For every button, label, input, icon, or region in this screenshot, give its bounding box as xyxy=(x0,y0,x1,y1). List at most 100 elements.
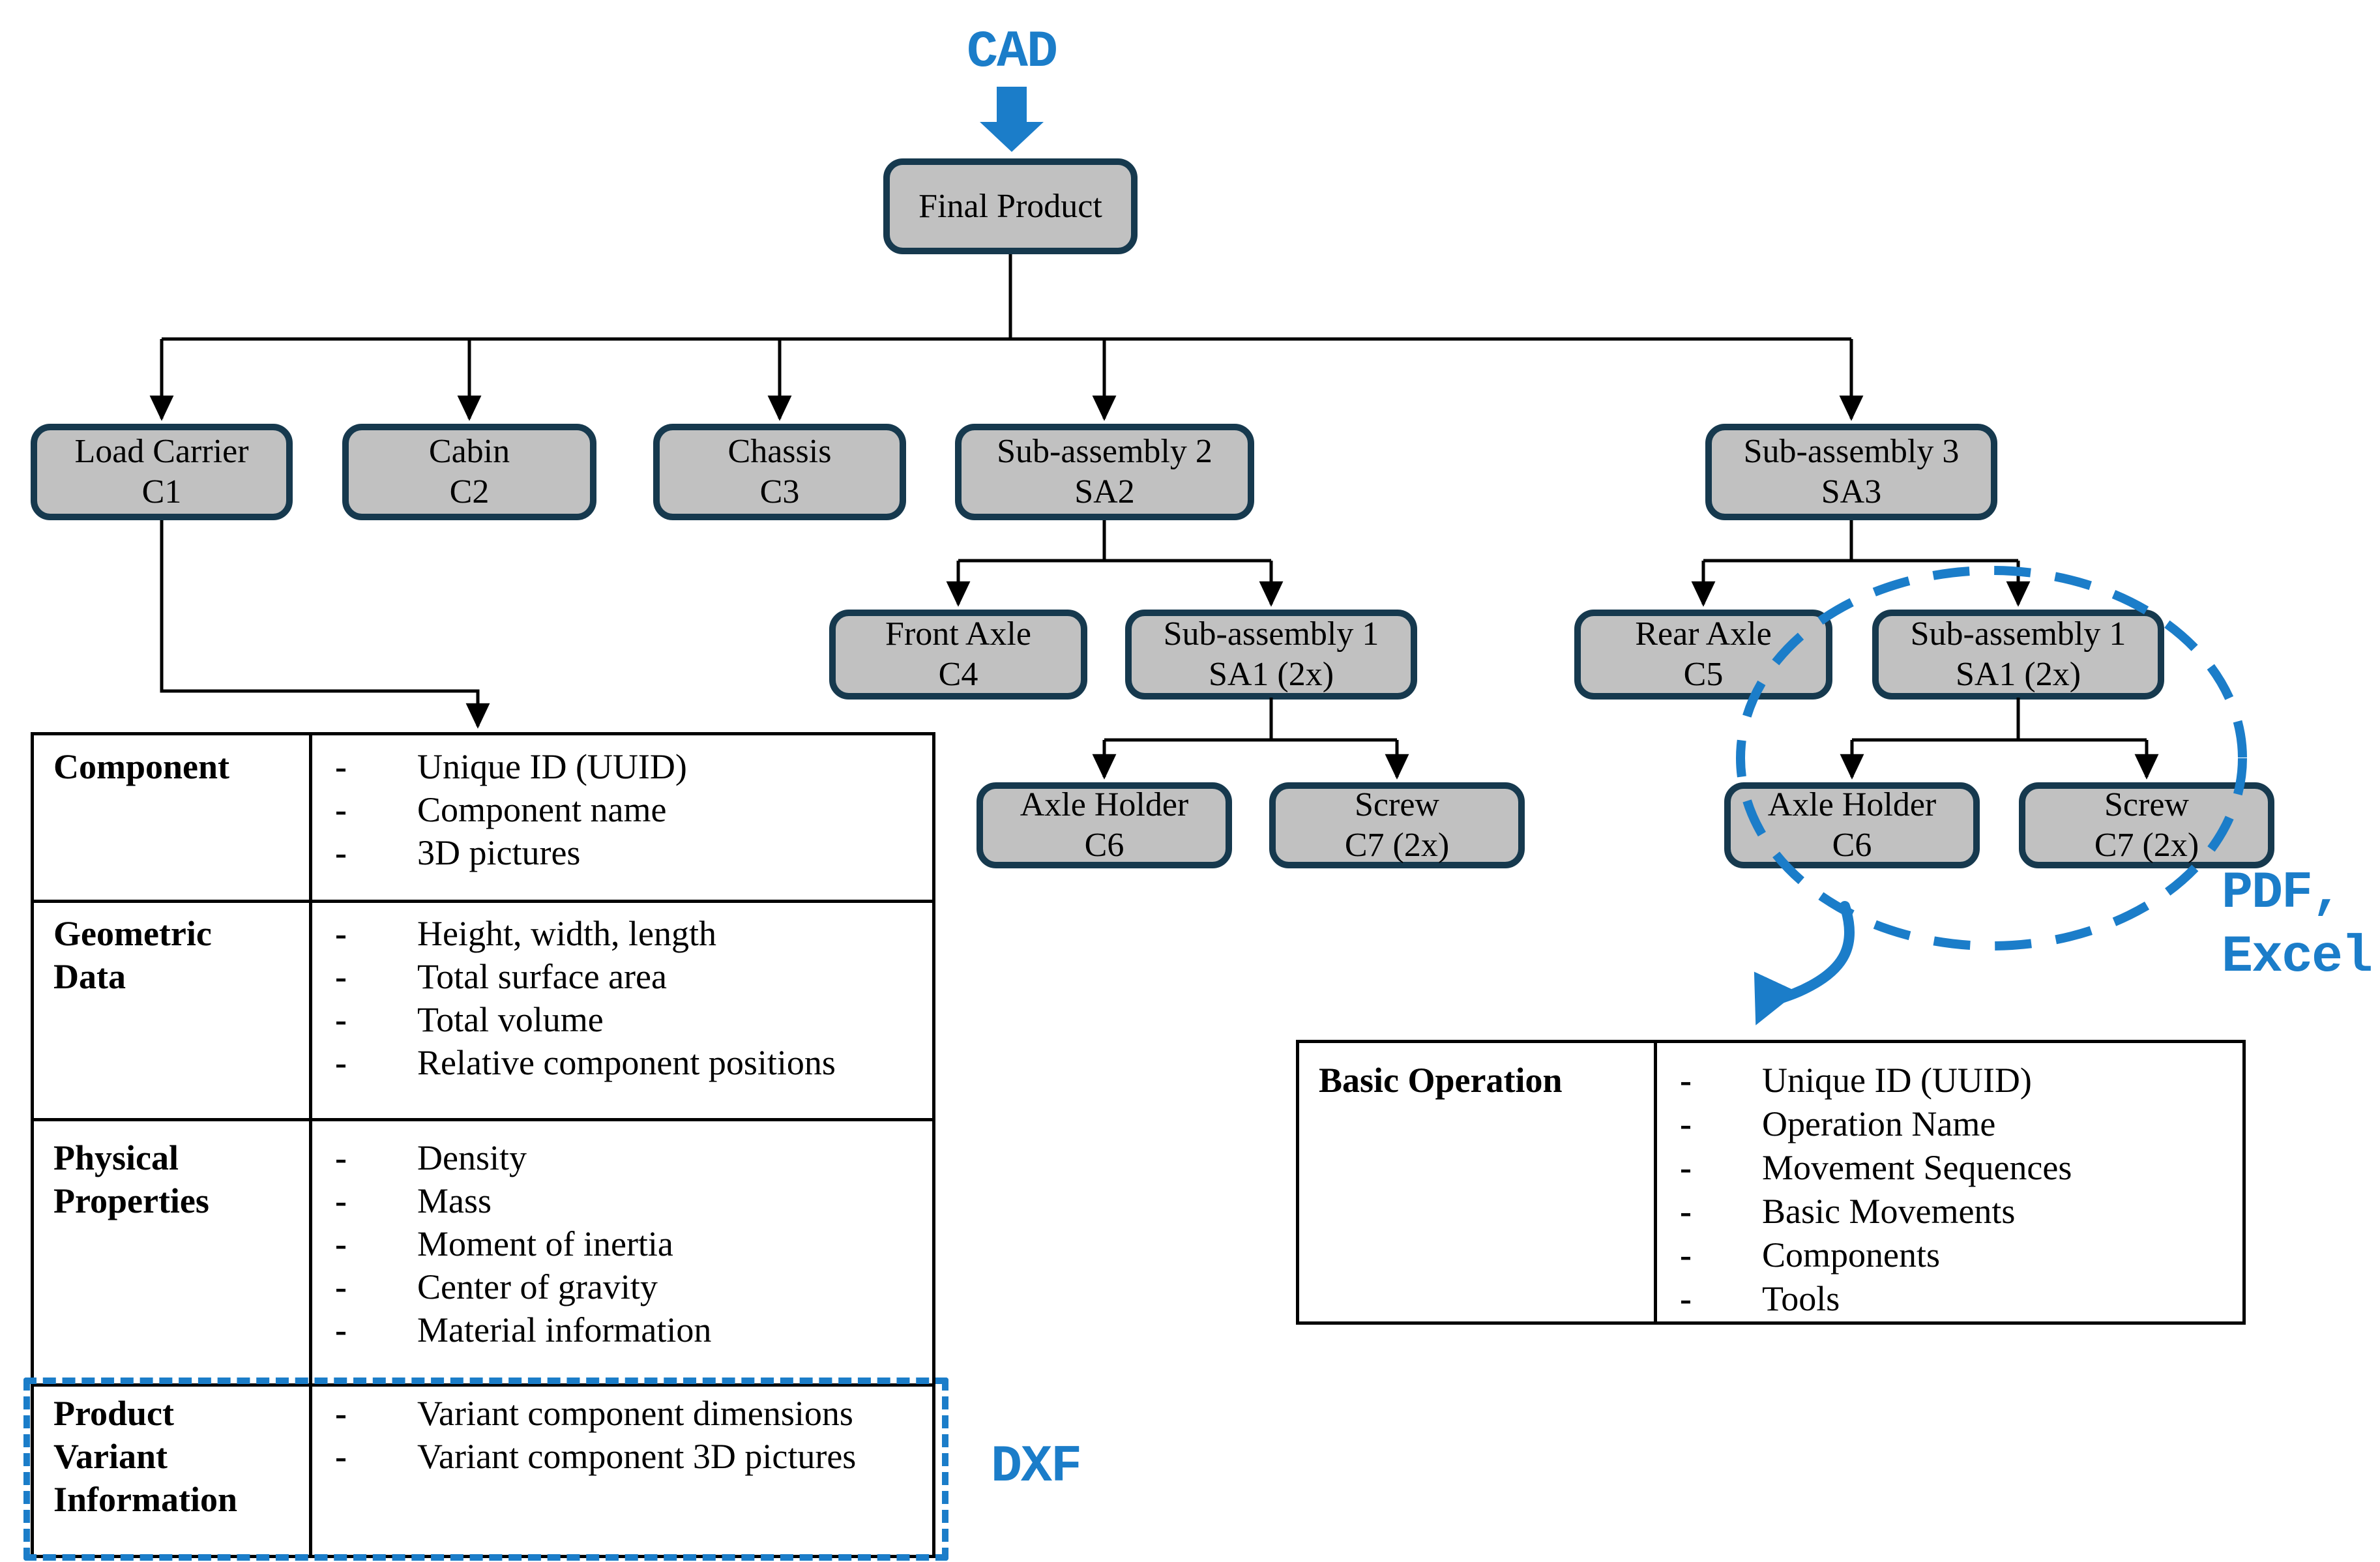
list-item: Component name xyxy=(335,788,687,831)
node-code: C3 xyxy=(759,473,800,510)
row-divider xyxy=(34,1118,932,1121)
list-item-text: Center of gravity xyxy=(417,1267,658,1306)
bullet-dash-icon xyxy=(335,788,347,831)
node-sub-assembly-2: Sub-assembly 2 SA2 xyxy=(955,424,1254,520)
component-table-column-divider xyxy=(309,735,312,1555)
list-item: Variant component 3D pictures xyxy=(335,1435,856,1478)
bullet-dash-icon xyxy=(335,745,347,788)
row-header: Component xyxy=(53,747,230,786)
list-item: Unique ID (UUID) xyxy=(335,745,687,788)
node-code: SA3 xyxy=(1821,473,1882,510)
bullet-dash-icon xyxy=(335,1265,347,1308)
cad-label: CAD xyxy=(966,23,1058,82)
bullet-dash-icon xyxy=(1680,1233,1692,1277)
node-title: Sub-assembly 2 xyxy=(997,433,1212,470)
node-code: C4 xyxy=(938,656,978,693)
list-item: Total volume xyxy=(335,998,836,1041)
bullet-dash-icon xyxy=(1680,1059,1692,1102)
list-item: Density xyxy=(335,1136,711,1179)
node-code: C5 xyxy=(1683,656,1724,693)
export-curved-arrow xyxy=(1754,901,1855,1025)
node-code: C7 (2x) xyxy=(1344,827,1450,864)
list-item-text: 3D pictures xyxy=(417,833,581,872)
level1-connector xyxy=(162,254,1851,341)
list-item-text: Tools xyxy=(1762,1279,1840,1318)
list-item-text: Mass xyxy=(417,1181,492,1220)
node-title: Rear Axle xyxy=(1635,615,1772,653)
list-item: 3D pictures xyxy=(335,831,687,874)
bullet-dash-icon xyxy=(1680,1102,1692,1146)
dxf-label: DXF xyxy=(991,1437,1082,1497)
table-row-physical-properties: Physical Properties Density Mass Moment … xyxy=(34,1121,932,1383)
bullet-dash-icon xyxy=(335,1041,347,1084)
node-code: SA1 (2x) xyxy=(1208,656,1334,693)
list-item-text: Variant component 3D pictures xyxy=(417,1437,857,1476)
sa1-right-connector xyxy=(1852,698,2147,742)
list-item-text: Total volume xyxy=(417,1000,604,1039)
node-sub-assembly-1-left: Sub-assembly 1 SA1 (2x) xyxy=(1125,610,1417,700)
node-title: Cabin xyxy=(428,433,510,470)
node-load-carrier: Load Carrier C1 xyxy=(31,424,293,520)
bullet-dash-icon xyxy=(1680,1277,1692,1321)
list-item: Operation Name xyxy=(1680,1102,2072,1146)
node-title: Front Axle xyxy=(885,615,1031,653)
bullet-dash-icon xyxy=(335,831,347,874)
row-header: Physical Properties xyxy=(53,1138,209,1220)
node-code: C7 (2x) xyxy=(2094,827,2199,864)
list-item-text: Variant component dimensions xyxy=(417,1394,853,1433)
row-header: Basic Operation xyxy=(1319,1061,1563,1100)
list-item-text: Density xyxy=(417,1138,527,1177)
arrow-to-component-table xyxy=(160,520,490,729)
list-item-text: Components xyxy=(1762,1235,1941,1275)
list-item: Components xyxy=(1680,1233,2072,1277)
table-row-component: Component Unique ID (UUID) Component nam… xyxy=(34,735,932,900)
sa3-connector xyxy=(1703,520,2018,563)
list-item: Mass xyxy=(335,1179,711,1222)
bullet-dash-icon xyxy=(1680,1190,1692,1233)
node-axle-holder-left: Axle Holder C6 xyxy=(977,782,1232,868)
list-item-text: Moment of inertia xyxy=(417,1224,673,1263)
node-screw-right: Screw C7 (2x) xyxy=(2019,782,2274,868)
list-item: Material information xyxy=(335,1308,711,1351)
pdf-excel-label: PDF,Excel xyxy=(2222,862,2373,990)
list-item-text: Relative component positions xyxy=(417,1043,836,1082)
node-sub-assembly-1-right: Sub-assembly 1 SA1 (2x) xyxy=(1872,610,2164,700)
list-item-text: Material information xyxy=(417,1310,712,1349)
table-row-product-variant-information: Product Variant Information Variant comp… xyxy=(34,1387,932,1561)
bullet-dash-icon xyxy=(335,1179,347,1222)
node-code: SA2 xyxy=(1074,473,1135,510)
row-divider xyxy=(34,1383,932,1387)
node-title: Axle Holder xyxy=(1020,786,1189,823)
node-screw-left: Screw C7 (2x) xyxy=(1269,782,1525,868)
list-item: Total surface area xyxy=(335,955,836,998)
component-data-table: Component Unique ID (UUID) Component nam… xyxy=(31,732,935,1558)
list-item: Center of gravity xyxy=(335,1265,711,1308)
bullet-dash-icon xyxy=(335,1308,347,1351)
node-sub-assembly-3: Sub-assembly 3 SA3 xyxy=(1705,424,1997,520)
node-title: Screw xyxy=(1355,786,1439,823)
node-code: C2 xyxy=(449,473,490,510)
list-item: Relative component positions xyxy=(335,1041,836,1084)
node-axle-holder-right: Axle Holder C6 xyxy=(1724,782,1980,868)
row-header: Geometric Data xyxy=(53,914,212,996)
list-item-text: Unique ID (UUID) xyxy=(1762,1061,2032,1100)
bullet-dash-icon xyxy=(335,998,347,1041)
list-item: Moment of inertia xyxy=(335,1222,711,1265)
list-item-text: Movement Sequences xyxy=(1762,1148,2072,1187)
node-front-axle: Front Axle C4 xyxy=(829,610,1087,700)
list-item: Basic Movements xyxy=(1680,1190,2072,1233)
row-divider xyxy=(34,900,932,903)
node-title: Sub-assembly 3 xyxy=(1743,433,1960,470)
excel-label: Excel xyxy=(2222,928,2373,987)
list-item-text: Basic Movements xyxy=(1762,1192,2016,1231)
list-item: Height, width, length xyxy=(335,912,836,955)
node-chassis: Chassis C3 xyxy=(653,424,906,520)
node-cabin: Cabin C2 xyxy=(342,424,596,520)
dxf-highlight-rect xyxy=(23,1378,948,1561)
bullet-dash-icon xyxy=(1680,1146,1692,1190)
node-title: Sub-assembly 1 xyxy=(1163,615,1379,653)
node-title: Sub-assembly 1 xyxy=(1910,615,2126,653)
cad-import-arrow-icon xyxy=(980,87,1044,152)
bullet-dash-icon xyxy=(335,1222,347,1265)
